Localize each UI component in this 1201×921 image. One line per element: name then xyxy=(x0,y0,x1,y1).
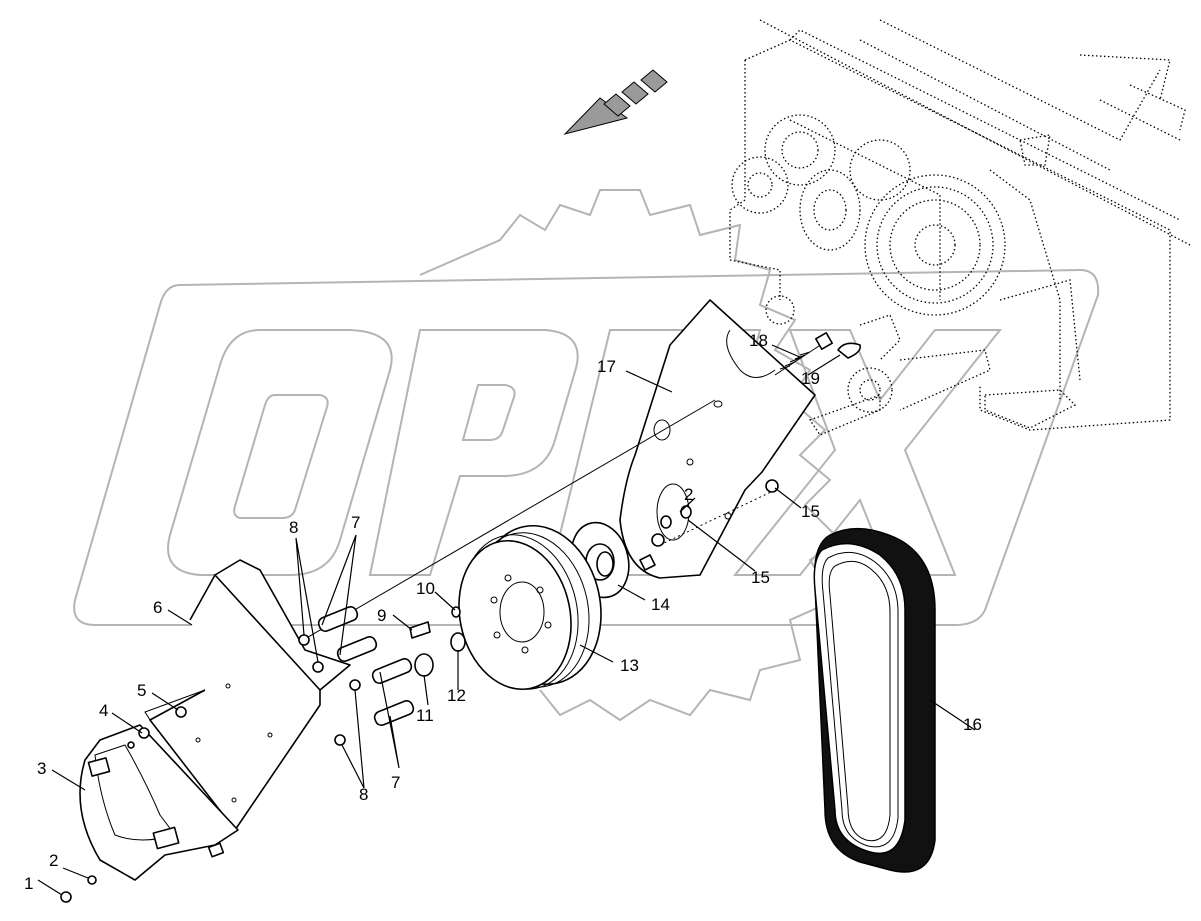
centerline-flange xyxy=(659,489,776,546)
callout-3: 3 xyxy=(37,759,46,778)
callout-8-upper: 8 xyxy=(289,518,298,537)
callout-12: 12 xyxy=(447,686,466,705)
belt-guard-plate xyxy=(619,299,816,579)
watermark-letter-o xyxy=(167,329,393,576)
spacers xyxy=(317,606,415,726)
leader-lines xyxy=(37,344,976,896)
flange-fasteners xyxy=(651,479,779,547)
callout-15-upper: 15 xyxy=(801,502,820,521)
callout-16: 16 xyxy=(963,715,982,734)
cotter-pin xyxy=(837,342,862,359)
callout-7-lower: 7 xyxy=(391,773,400,792)
tension-bolt xyxy=(774,332,833,376)
callout-13: 13 xyxy=(620,656,639,675)
callout-2-upper: 2 xyxy=(684,485,693,504)
callout-7-upper: 7 xyxy=(351,513,360,532)
callout-8-lower: 8 xyxy=(359,785,368,804)
drive-pulley xyxy=(458,524,602,691)
callout-labels: 1 2 3 4 5 6 7 7 8 8 9 10 11 12 13 14 15 … xyxy=(24,331,982,893)
watermark-letter-x xyxy=(732,329,1003,576)
callout-10: 10 xyxy=(416,579,435,598)
direction-arrow-icon xyxy=(563,69,668,135)
guard-cover xyxy=(79,724,239,881)
callout-15-lower: 15 xyxy=(751,568,770,587)
spacer-nuts xyxy=(60,634,361,903)
callout-9: 9 xyxy=(377,606,386,625)
callout-1: 1 xyxy=(24,874,33,893)
mounting-bracket xyxy=(144,559,351,831)
watermark-banner-outline xyxy=(73,268,1100,626)
watermark-letter-p xyxy=(368,329,579,576)
callout-17: 17 xyxy=(597,357,616,376)
hub-fasteners xyxy=(409,606,466,677)
callout-5: 5 xyxy=(137,681,146,700)
callout-6: 6 xyxy=(153,598,162,617)
callout-2: 2 xyxy=(49,851,58,870)
callout-4: 4 xyxy=(99,701,108,720)
callout-14: 14 xyxy=(651,595,670,614)
drive-belt xyxy=(813,527,936,873)
callout-11: 11 xyxy=(416,706,434,725)
machine-frame xyxy=(729,19,1191,436)
callout-19: 19 xyxy=(801,369,820,388)
callout-18: 18 xyxy=(749,331,768,350)
